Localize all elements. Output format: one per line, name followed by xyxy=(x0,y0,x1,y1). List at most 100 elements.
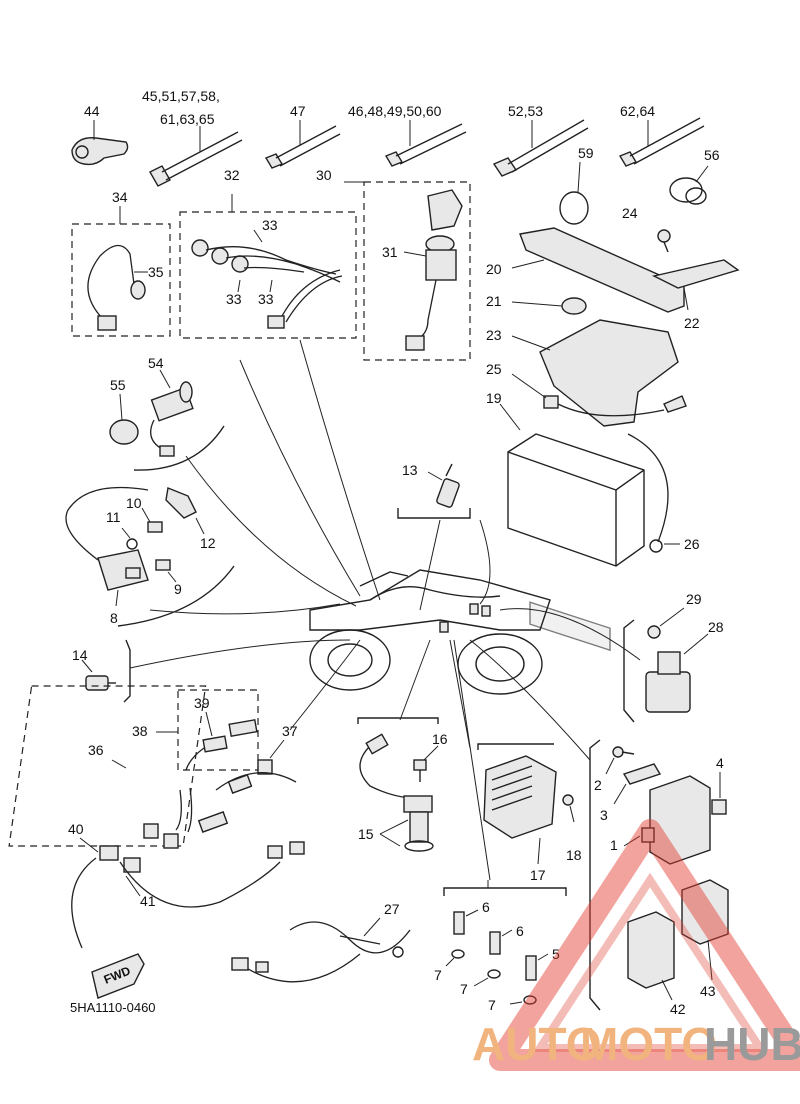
part-59-band xyxy=(559,161,589,225)
callout-7c: 7 xyxy=(488,997,496,1013)
part-28-relay xyxy=(645,633,709,713)
callout-8: 8 xyxy=(110,610,118,626)
callout-13: 13 xyxy=(402,462,418,478)
part-39-connector xyxy=(185,711,258,771)
callout-24: 24 xyxy=(622,205,638,221)
bracket-5-7 xyxy=(443,887,567,896)
part-19-battery xyxy=(499,403,645,652)
watermark-part3: HUB xyxy=(704,1018,800,1070)
part-62-cable-tie xyxy=(618,117,705,167)
part-33-spark-leads xyxy=(191,229,343,329)
callout-33a: 33 xyxy=(262,217,278,233)
callout-6b: 6 xyxy=(516,923,524,939)
part-12-cap xyxy=(165,487,205,535)
part-9-bolt xyxy=(155,559,177,583)
part-52-cable-tie xyxy=(492,119,589,177)
bracket-ecu xyxy=(589,739,601,1011)
callout-9: 9 xyxy=(174,581,182,597)
group-box-38 xyxy=(177,689,259,771)
part-1-cdi-unit xyxy=(623,775,711,865)
part-54-socket xyxy=(150,369,194,457)
bracket-54 xyxy=(133,425,225,471)
drawing-code: 5HA1110-0460 xyxy=(70,1000,156,1015)
part-22-stay xyxy=(651,259,740,311)
bracket-14 xyxy=(123,639,131,703)
part-11-washer xyxy=(121,527,138,550)
callout-17: 17 xyxy=(530,867,546,883)
group-box-34 xyxy=(71,223,171,337)
callout-62: 62,64 xyxy=(620,103,655,119)
part-5-bulb xyxy=(525,953,549,981)
callout-28: 28 xyxy=(708,619,724,635)
group-box-36 xyxy=(8,685,207,847)
leader-wire-m xyxy=(289,639,361,731)
callout-5: 5 xyxy=(552,946,560,962)
bracket-15 xyxy=(357,717,439,724)
fwd-arrow-icon: FWD xyxy=(91,953,145,999)
callout-7b: 7 xyxy=(460,981,468,997)
callout-52: 52,53 xyxy=(508,103,543,119)
part-16-bolt xyxy=(413,745,439,782)
part-36-harness-parts xyxy=(143,772,297,849)
callout-38: 38 xyxy=(132,723,148,739)
part-35-lead xyxy=(87,244,148,331)
callout-37: 37 xyxy=(282,723,298,739)
callout-25: 25 xyxy=(486,361,502,377)
callout-15: 15 xyxy=(358,826,374,842)
part-10-bolt xyxy=(141,507,163,533)
callout-45: 45,51,57,58, xyxy=(142,88,220,104)
leader-wire-f xyxy=(149,603,341,615)
callout-4: 4 xyxy=(716,755,724,771)
callout-56: 56 xyxy=(704,147,720,163)
part-3-bracket xyxy=(613,763,662,805)
part-56-band xyxy=(669,165,709,205)
part-27-lead xyxy=(231,917,411,983)
callout-3: 3 xyxy=(600,807,608,823)
leader-wire-c xyxy=(185,455,357,607)
part-44-clamp xyxy=(71,120,129,166)
part-25-fuse-lead xyxy=(511,373,687,417)
leader-wire-e xyxy=(479,519,491,605)
callout-33c: 33 xyxy=(258,291,274,307)
leader-wire-d xyxy=(419,519,441,611)
part-6b-bulb xyxy=(489,929,513,955)
part-46-cable-tie xyxy=(384,120,467,167)
callout-10: 10 xyxy=(126,495,142,511)
callout-59: 59 xyxy=(578,145,594,161)
part-37-connector xyxy=(257,739,285,775)
part-8-coil xyxy=(65,486,149,607)
leader-wire-j xyxy=(449,639,471,749)
leader-wire-g xyxy=(129,639,351,669)
part-45-cable-tie xyxy=(149,126,243,187)
callout-46: 46,48,49,50,60 xyxy=(348,103,442,119)
bracket-13 xyxy=(397,508,471,519)
leader-41 xyxy=(125,875,141,897)
callout-29: 29 xyxy=(686,591,702,607)
callout-47: 47 xyxy=(290,103,306,119)
callout-43: 43 xyxy=(700,983,716,999)
part-31-main-switch xyxy=(403,189,463,351)
callout-39: 39 xyxy=(194,695,210,711)
callout-31: 31 xyxy=(382,244,398,260)
watermark-logo xyxy=(489,819,800,1071)
callout-55: 55 xyxy=(110,377,126,393)
callout-1: 1 xyxy=(610,837,618,853)
callout-22: 22 xyxy=(684,315,700,331)
callout-54: 54 xyxy=(148,355,164,371)
callout-32: 32 xyxy=(224,167,240,183)
leader-wire-l xyxy=(453,639,491,881)
part-26-ground-lead xyxy=(627,433,680,553)
part-20-battery-band xyxy=(511,227,685,313)
part-15-sensor xyxy=(359,733,434,852)
part-47-cable-tie xyxy=(264,120,341,169)
part-43-unit xyxy=(681,879,729,981)
callout-41: 41 xyxy=(140,893,156,909)
callout-40: 40 xyxy=(68,821,84,837)
callout-45b: 61,63,65 xyxy=(160,111,215,127)
part-18-bolt xyxy=(562,794,575,823)
callout-27: 27 xyxy=(384,901,400,917)
callout-26: 26 xyxy=(684,536,700,552)
part-42-unit xyxy=(627,911,675,1001)
leader-wire-b xyxy=(299,339,381,601)
callout-23: 23 xyxy=(486,327,502,343)
